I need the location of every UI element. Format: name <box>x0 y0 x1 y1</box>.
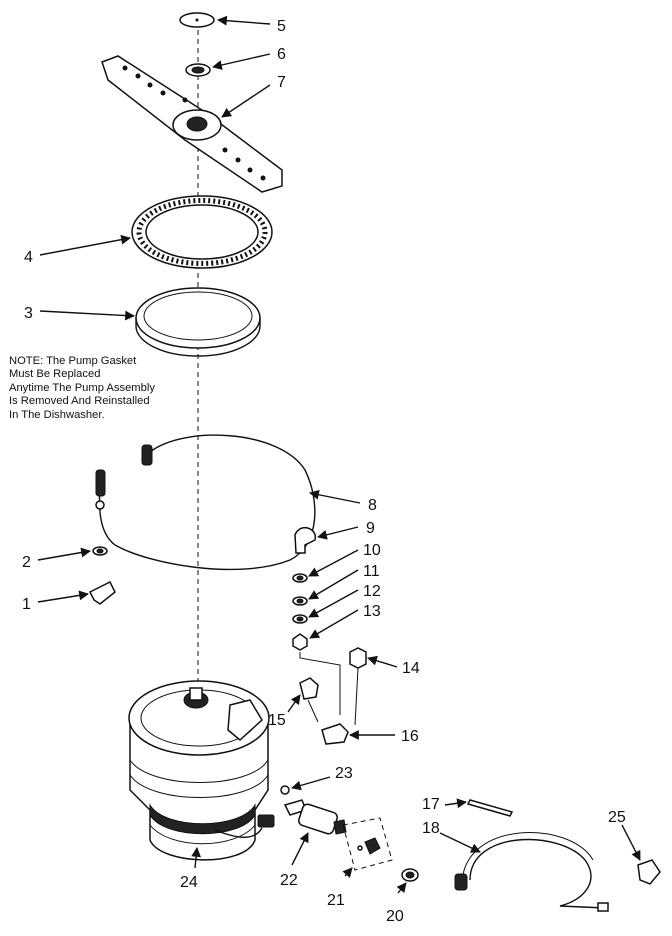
note-line: In The Dishwasher. <box>9 408 105 421</box>
part-21-bracket-box <box>342 817 393 871</box>
part-6-nut <box>185 63 211 77</box>
part-24-pump-assembly <box>128 680 275 861</box>
part-16-bracket <box>321 723 349 745</box>
callout-17: 17 <box>422 796 440 813</box>
leader-line-16 <box>299 652 341 715</box>
callout-4: 4 <box>24 249 33 266</box>
callout-10: 10 <box>363 542 381 559</box>
part-22-valve <box>283 799 347 835</box>
callout-8: 8 <box>368 497 377 514</box>
part-15-fitting <box>299 677 319 723</box>
callout-24: 24 <box>180 874 198 891</box>
callout-2: 2 <box>22 554 31 571</box>
callout-numbers: 5 6 7 4 3 8 9 10 11 12 13 2 1 14 15 16 2… <box>22 18 626 925</box>
part-2-washer <box>92 546 108 556</box>
note-line: Anytime The Pump Assembly <box>9 381 155 394</box>
callout-11: 11 <box>363 563 380 580</box>
callout-16: 16 <box>401 728 419 745</box>
callout-22: 22 <box>280 872 298 889</box>
callout-6: 6 <box>277 46 286 63</box>
part-3-gasket <box>135 287 261 357</box>
callout-1: 1 <box>22 596 31 613</box>
part-20-clamp <box>401 868 419 882</box>
callout-13: 13 <box>363 603 381 620</box>
callout-21: 21 <box>327 892 345 909</box>
part-4-filter-ring <box>131 195 273 269</box>
part-18-drain-hose <box>454 832 609 912</box>
callout-14: 14 <box>402 660 420 677</box>
callout-7: 7 <box>277 74 286 91</box>
part-14-fitting <box>349 647 367 726</box>
callout-15: 15 <box>268 712 286 729</box>
part-7-spray-arm <box>101 55 283 193</box>
callout-9: 9 <box>366 520 375 537</box>
part-1-clip <box>88 580 116 605</box>
callout-23: 23 <box>335 765 353 782</box>
part-23-ring <box>280 785 290 795</box>
callout-5: 5 <box>277 18 286 35</box>
note-line: Must Be Replaced <box>9 368 101 381</box>
part-10-12-washers <box>292 573 308 624</box>
part-5-cap <box>179 12 215 28</box>
callout-20: 20 <box>386 908 404 925</box>
part-17-strip <box>466 799 514 817</box>
note-line: NOTE: The Pump Gasket <box>9 355 137 367</box>
callout-3: 3 <box>24 305 33 322</box>
pump-gasket-note: NOTE: The Pump Gasket Must Be Replaced A… <box>9 355 194 422</box>
callout-18: 18 <box>422 820 440 837</box>
part-25-clip <box>637 859 661 885</box>
leader-lines <box>37 15 641 894</box>
part-9-fitting <box>294 526 316 554</box>
note-line: Is Removed And Reinstalled <box>9 395 150 408</box>
part-8-hose-loop <box>95 434 316 571</box>
callout-12: 12 <box>363 583 381 600</box>
part-13-nut <box>292 633 308 651</box>
callout-25: 25 <box>608 809 626 826</box>
